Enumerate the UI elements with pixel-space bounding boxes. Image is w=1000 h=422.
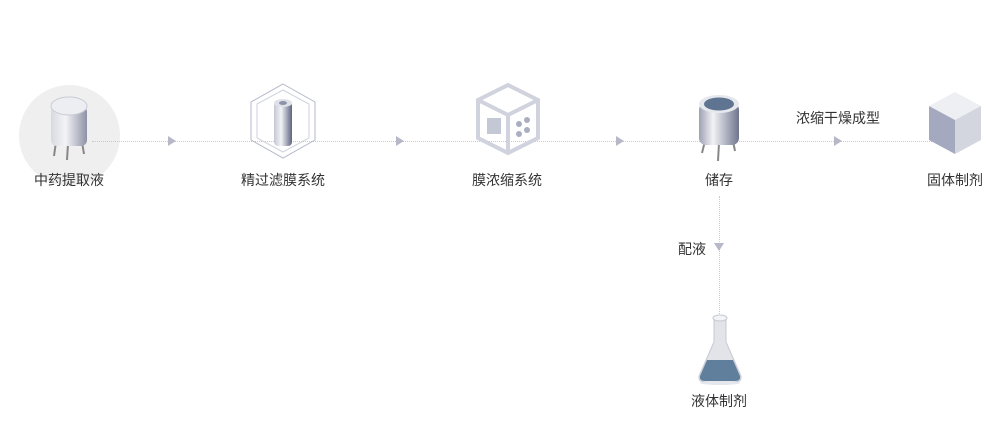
node-label-liquid: 液体制剂 xyxy=(691,394,747,410)
node-label-extraction: 中药提取液 xyxy=(34,173,104,189)
arrow-right-icon xyxy=(834,136,842,146)
node-label-storage: 储存 xyxy=(705,173,733,189)
filter-membrane-icon xyxy=(250,83,316,159)
arrow-down-icon xyxy=(714,243,724,251)
node-label-membrane: 膜浓缩系统 xyxy=(472,173,542,189)
node-label-filter: 精过滤膜系统 xyxy=(241,173,325,189)
storage-tank-icon xyxy=(699,95,739,161)
node-label-solid: 固体制剂 xyxy=(927,173,983,189)
extraction-tank-icon xyxy=(50,96,88,160)
arrow-right-icon xyxy=(616,136,624,146)
arrow-right-icon xyxy=(396,136,404,146)
cube-icon xyxy=(929,92,981,154)
edge-label-dry: 浓缩干燥成型 xyxy=(796,111,880,127)
flow-line-vertical xyxy=(719,196,720,314)
membrane-frame-icon xyxy=(476,82,540,156)
flask-icon xyxy=(698,314,742,385)
arrow-right-icon xyxy=(168,136,176,146)
flow-line xyxy=(92,141,932,142)
edge-label-mix: 配液 xyxy=(678,242,706,258)
